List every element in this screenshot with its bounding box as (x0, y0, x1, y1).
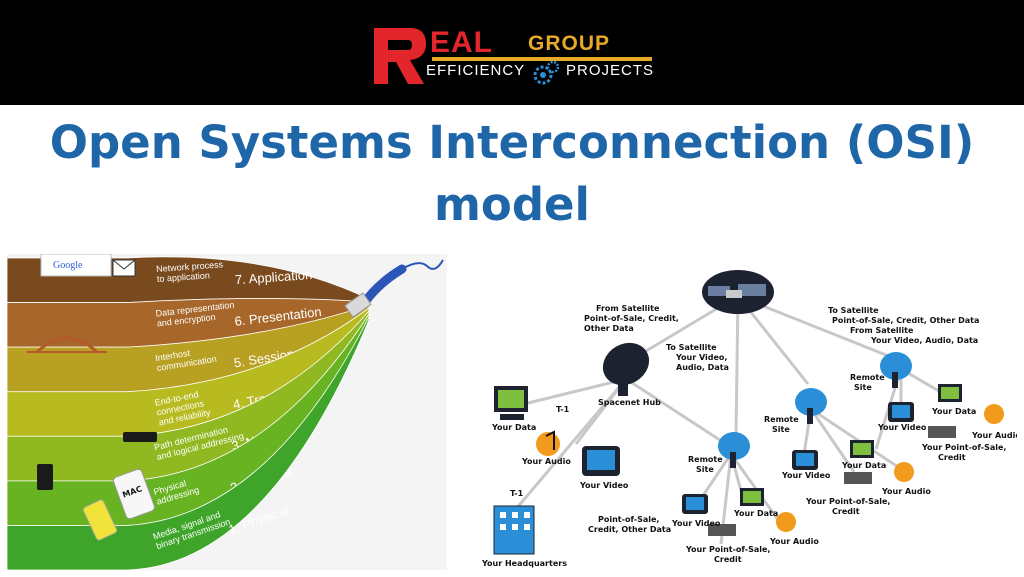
remote-site-a-line1: Remote (850, 373, 885, 382)
gear-icon (533, 60, 560, 85)
satellite-network-diagram: From Satellite Point-of-Sale, Credit, Ot… (476, 254, 1017, 570)
from-satellite-right-line1: From Satellite (850, 326, 914, 335)
header-bar: EAL GROUP EFFICIENCY PROJECTS (0, 0, 1024, 105)
from-satellite-left-line2: Point-of-Sale, Credit, (584, 314, 679, 323)
t1-top-label: T-1 (556, 405, 570, 414)
osi-layer-desc-7-1: to application (157, 270, 211, 284)
osi-layer-desc-7-0: Network process (156, 259, 224, 274)
headquarters-label: Your Headquarters (481, 559, 567, 568)
your-audio-label-r3: Your Audio (769, 537, 819, 546)
osi-layer-label-7: 7. Application (234, 267, 312, 287)
remote-site-c-line2: Site (696, 465, 714, 474)
to-satellite-left-line3: Audio, Data (676, 363, 729, 372)
title-line-2: model (434, 178, 590, 231)
from-satellite-right-line2: Your Video, Audio, Data (870, 336, 978, 345)
satellite-icon (702, 270, 774, 314)
osi-band-1 (7, 316, 370, 570)
your-data-label-r2: Your Data (841, 461, 886, 470)
title-line-1: Open Systems Interconnection (OSI) (49, 116, 975, 169)
your-audio-label-r1: Your Audio (971, 431, 1017, 440)
remote-site-b-line1: Remote (764, 415, 799, 424)
logo-group-text: GROUP (528, 32, 611, 55)
remote-dish-right-icon (880, 352, 912, 388)
to-satellite-right-line1: To Satellite (828, 306, 879, 315)
logo-efficiency-text: EFFICIENCY (426, 62, 526, 79)
google-window-icon: Google (40, 254, 112, 277)
data-terminal-top-icon (494, 386, 528, 420)
your-video-label-r3: Your Video (671, 519, 721, 528)
router-icon (37, 432, 157, 490)
pos-label-r1-line1: Your Point-of-Sale, (921, 443, 1006, 452)
hq-link-line1: Point-of-Sale, (598, 515, 659, 524)
mac-tag-icon: MAC (113, 468, 155, 520)
from-satellite-left-line1: From Satellite (596, 304, 660, 313)
your-data-label-top: Your Data (491, 423, 536, 432)
pos-label-r1-line2: Credit (938, 453, 966, 462)
to-satellite-left-line1: To Satellite (666, 343, 717, 352)
audio-icon-left (536, 430, 560, 456)
pos-label-r3-line2: Credit (714, 555, 742, 564)
envelope-icon (112, 259, 136, 277)
page-title: Open Systems Interconnection (OSI) model (0, 112, 1024, 236)
logo-projects-text: PROJECTS (566, 62, 655, 79)
bridge-icon (27, 336, 107, 354)
logo-divider (432, 57, 652, 61)
yellow-tag-icon (82, 499, 118, 541)
remote-site-b-line2: Site (772, 425, 790, 434)
hq-link-line2: Credit, Other Data (588, 525, 671, 534)
headquarters-icon (493, 505, 535, 555)
logo-r-mark (374, 28, 426, 84)
video-monitor-left-icon (582, 446, 620, 476)
right-cluster-icons (682, 384, 1004, 536)
to-satellite-right-line2: Point-of-Sale, Credit, Other Data (832, 316, 979, 325)
from-satellite-left-line3: Other Data (584, 324, 634, 333)
realgroup-logo: EAL GROUP EFFICIENCY PROJECTS (370, 24, 660, 90)
your-audio-label-r2: Your Audio (881, 487, 931, 496)
remote-dish-mid-icon (795, 388, 827, 424)
your-video-label-left: Your Video (579, 481, 629, 490)
ethernet-cable-icon (344, 259, 444, 318)
hub-dish-icon (602, 342, 650, 396)
your-video-label-r1: Your Video (877, 423, 927, 432)
pos-label-r2-line1: Your Point-of-Sale, (805, 497, 890, 506)
remote-site-a-line2: Site (854, 383, 872, 392)
logo-eal-text: EAL (430, 26, 493, 59)
your-audio-label-left: Your Audio (521, 457, 571, 466)
pos-label-r3-line1: Your Point-of-Sale, (685, 545, 770, 554)
remote-site-c-line1: Remote (688, 455, 723, 464)
your-data-label-r3: Your Data (733, 509, 778, 518)
t1-bottom-label: T-1 (510, 489, 524, 498)
your-video-label-r2: Your Video (781, 471, 831, 480)
pos-label-r2-line2: Credit (832, 507, 860, 516)
to-satellite-left-line2: Your Video, (675, 353, 727, 362)
spacenet-hub-label: Spacenet Hub (598, 398, 661, 407)
remote-dish-low-icon (718, 432, 750, 468)
svg-text:Google: Google (53, 260, 83, 271)
your-data-label-r1: Your Data (931, 407, 976, 416)
